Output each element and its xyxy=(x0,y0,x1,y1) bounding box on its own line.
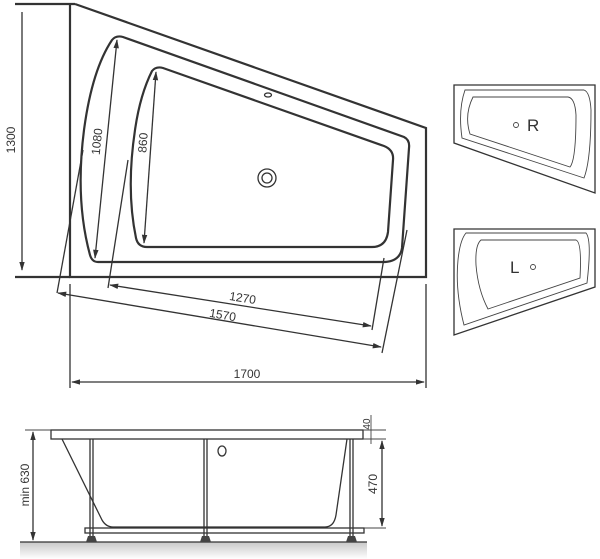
dim-1700-label: 1700 xyxy=(234,367,261,381)
side-view: min 630 40 470 xyxy=(18,415,386,559)
dim-1570-label: 1570 xyxy=(208,306,237,324)
leg-foot xyxy=(346,536,357,542)
dim-1080-arrow xyxy=(93,39,119,259)
dim-860-arrow xyxy=(141,71,159,244)
basin-outline xyxy=(129,66,395,249)
ext-line xyxy=(107,159,129,289)
leg-foot xyxy=(200,536,211,542)
overflow-hole xyxy=(263,92,273,98)
variant-left-rim xyxy=(456,232,590,326)
plan-view: 1300 1080 860 1270 1570 1700 xyxy=(4,2,428,388)
variant-right-thumbnail: R xyxy=(453,84,596,194)
dim-1300-label: 1300 xyxy=(4,126,18,153)
tub-body xyxy=(61,438,348,528)
dim-1570-arrow xyxy=(57,291,382,349)
ext-line xyxy=(56,149,84,294)
base-frame xyxy=(84,527,365,534)
variant-left-basin xyxy=(475,239,581,310)
drain-icon xyxy=(513,122,519,128)
variant-right-rim xyxy=(460,89,592,179)
floor-shading xyxy=(20,542,367,559)
leg-foot xyxy=(86,536,97,542)
ext-line xyxy=(381,229,408,354)
tub-rim xyxy=(50,429,364,440)
dim-860-label: 860 xyxy=(135,132,150,153)
variant-left-thumbnail: L xyxy=(453,228,596,336)
overflow-hole xyxy=(217,445,227,457)
dim-1080-label: 1080 xyxy=(89,127,106,155)
variant-left-outline xyxy=(453,228,596,336)
drain-icon xyxy=(257,168,277,188)
dim-470-label: 470 xyxy=(366,474,380,494)
rim-outline xyxy=(79,35,411,264)
support-legs xyxy=(86,439,357,542)
tub-outline xyxy=(68,2,428,279)
variant-left-label: L xyxy=(510,258,519,277)
variant-right-basin xyxy=(467,96,577,168)
ext-line xyxy=(371,257,385,331)
dim-min630-label: min 630 xyxy=(18,463,32,506)
variant-right-outline xyxy=(453,84,596,194)
drain-inner-ring xyxy=(261,172,273,184)
variant-right-label: R xyxy=(527,116,539,135)
dim-40-label: 40 xyxy=(362,418,373,430)
drain-icon xyxy=(530,264,536,270)
